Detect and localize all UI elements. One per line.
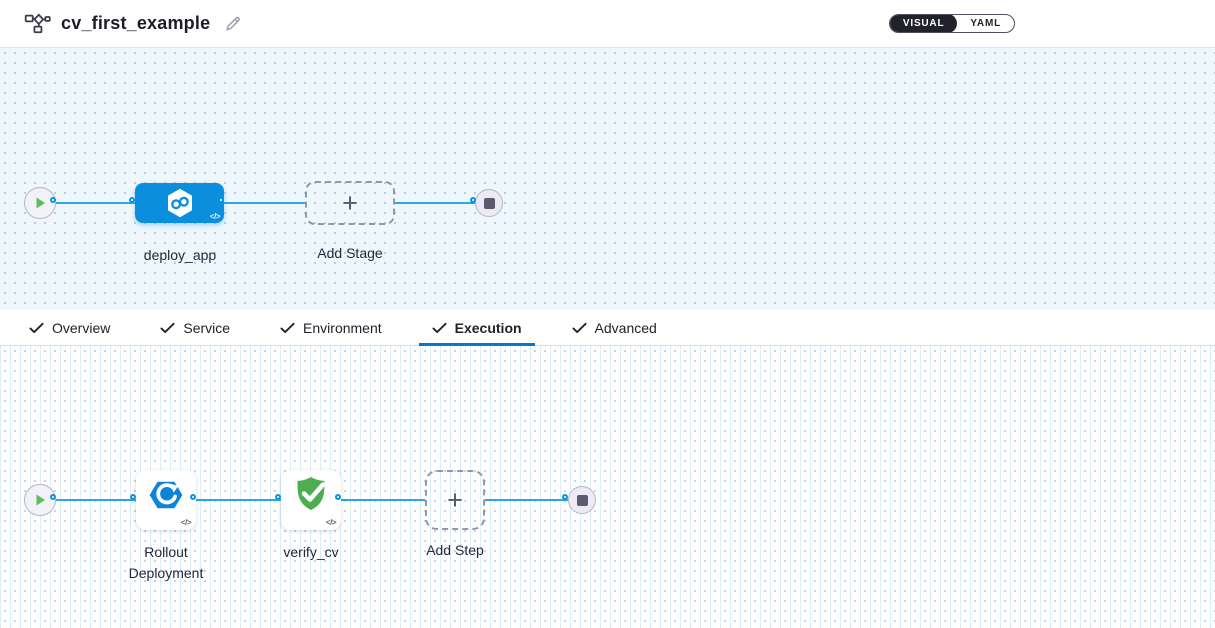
add-step-button[interactable]: + [425,470,485,530]
execution-graph-canvas: </> Rollout Deployment </> verify_cv + A… [0,346,1215,628]
tab-service[interactable]: Service [147,310,243,345]
connector-line [485,499,568,501]
code-icon: </> [180,518,192,527]
pipeline-start-node[interactable] [24,187,56,219]
stop-icon [576,494,588,506]
pipeline-icon [24,13,51,34]
tab-label: Execution [454,319,522,336]
stage-config-tabs: Overview Service Environment Execution A… [0,310,1215,346]
check-icon [432,322,447,333]
add-step-label: Add Step [426,542,484,558]
edit-pencil-icon[interactable] [224,15,242,33]
connector-port [335,494,341,500]
connector-port [218,197,224,203]
tab-label: Environment [303,319,382,336]
connector-port [275,494,281,500]
connector-port [50,494,56,500]
connector-port [470,197,476,203]
check-icon [29,322,44,333]
connector-line [224,202,305,204]
plus-icon: + [342,187,358,218]
tab-execution[interactable]: Execution [418,310,535,346]
cd-hexagon-icon [167,188,192,218]
toggle-yaml-button[interactable]: YAML [970,18,1001,29]
connector-port [562,494,568,500]
pipeline-end-node [475,189,503,217]
step-label: verify_cv [283,544,339,560]
stage-label: deploy_app [143,247,217,263]
step-label: Rollout Deployment [128,544,204,581]
check-icon [160,322,175,333]
header: cv_first_example VISUAL YAML [0,0,1215,48]
step-node-rollout-deployment[interactable]: </> [136,470,196,530]
tab-environment[interactable]: Environment [267,310,395,345]
stage-graph-canvas: </> deploy_app + Add Stage [0,48,1215,310]
tab-label: Service [183,319,231,336]
tab-label: Overview [52,319,111,336]
pipeline-title: cv_first_example [61,13,211,33]
connector-port [190,494,196,500]
connector-port [130,494,136,500]
connector-line [196,499,281,501]
verify-shield-icon [297,477,326,510]
connector-line [341,499,425,501]
play-icon [36,494,45,506]
check-icon [280,322,295,333]
connector-port [129,197,135,203]
code-icon: </> [209,212,221,221]
connector-port [50,197,56,203]
execution-start-node[interactable] [24,484,56,516]
check-icon [572,322,587,333]
stop-icon [483,197,495,209]
execution-end-node [568,486,596,514]
visual-yaml-toggle: VISUAL YAML [888,14,1015,33]
connector-line [56,499,136,501]
play-icon [36,197,45,209]
connector-line [394,202,476,204]
plus-icon: + [447,484,463,515]
tab-overview[interactable]: Overview [16,310,123,345]
tab-label: Advanced [594,319,657,336]
connector-line [56,202,135,204]
add-stage-button[interactable]: + [305,181,395,225]
tab-advanced[interactable]: Advanced [559,310,670,345]
code-icon: </> [325,518,337,527]
rollout-deployment-icon [149,481,183,509]
step-node-verify-cv[interactable]: </> [281,470,341,530]
toggle-visual-button[interactable]: VISUAL [889,15,958,32]
add-stage-label: Add Stage [317,245,383,261]
stage-node-deploy-app[interactable]: </> [135,183,224,223]
